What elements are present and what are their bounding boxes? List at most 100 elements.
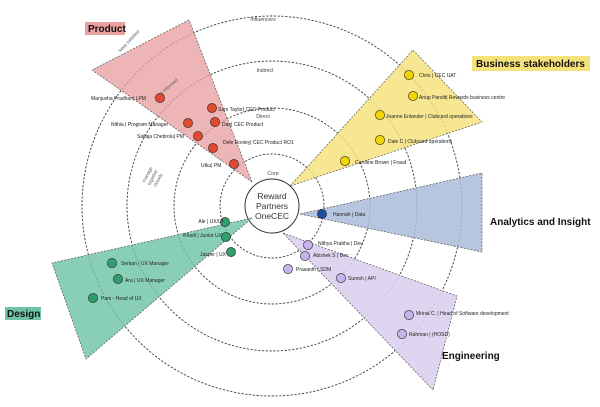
stakeholder-dot bbox=[208, 143, 218, 153]
stakeholder-label: Prasanth | SDM bbox=[296, 267, 331, 273]
design-title-bg bbox=[5, 307, 41, 320]
stakeholder-label: Hannah | Data bbox=[333, 212, 365, 218]
stakeholder-business-4: Caroline Brown | Fraud bbox=[340, 156, 407, 166]
stakeholder-dot bbox=[300, 251, 310, 261]
center-circle bbox=[244, 178, 300, 234]
stakeholder-dot bbox=[340, 156, 350, 166]
stakeholder-design-0: Ale | UX/UI bbox=[198, 217, 230, 227]
stakeholder-design-4: Ara | UX Manager bbox=[113, 274, 165, 284]
svg-text:OneCEC: OneCEC bbox=[255, 211, 289, 221]
ring-label-direct: Direct bbox=[256, 114, 270, 120]
stakeholder-dot bbox=[229, 159, 239, 169]
stakeholder-label: Dele Dooley| CEC Product RO1 bbox=[223, 140, 294, 146]
stakeholder-dot bbox=[303, 240, 313, 250]
stakeholder-dot bbox=[404, 310, 414, 320]
product-title-bg bbox=[85, 22, 125, 35]
stakeholder-label: Suresh | API bbox=[348, 276, 376, 282]
stakeholder-engineering-1: Abishek S | Dev bbox=[300, 251, 349, 261]
stakeholder-label: Mrinal C. | Head of Software development bbox=[416, 311, 509, 317]
svg-text:Reward: Reward bbox=[257, 191, 287, 201]
ring-label-influencers: Influencers bbox=[250, 17, 276, 23]
stakeholder-label: Khadi | Junior UX bbox=[183, 233, 222, 239]
stakeholder-business-1: Anup Pandit| Rewards business centre bbox=[408, 91, 505, 101]
stakeholder-label: Nithia | Program Manager bbox=[111, 122, 168, 128]
stakeholder-label: Manjusha Pradhan| LPM bbox=[91, 96, 146, 102]
ring-core bbox=[219, 153, 325, 259]
stakeholder-engineering-4: Mrinal C. | Head of Software development bbox=[404, 310, 509, 320]
stakeholder-markers: Manjusha Pradhan| LPM Sam Taylor| CEC Pro… bbox=[88, 70, 509, 339]
stakeholder-label: Serkan | UX Manager bbox=[121, 261, 169, 267]
stakeholder-dot bbox=[107, 258, 117, 268]
stakeholder-product-1: Sam Taylor| CEC Product bbox=[207, 103, 275, 113]
stakeholder-label: Anup Pandit| Rewards business centre bbox=[419, 95, 505, 101]
stakeholder-analytics-0: Hannah | Data bbox=[317, 209, 365, 219]
stakeholder-engineering-2: Prasanth | SDM bbox=[283, 264, 331, 274]
group-title-engineering: Engineering bbox=[442, 351, 500, 362]
group-title-design: Design bbox=[7, 309, 40, 320]
wedge-engineering bbox=[282, 232, 458, 391]
stakeholder-label: Sam Taylor| CEC Product bbox=[218, 107, 275, 113]
stakeholder-label: Ara | UX Manager bbox=[125, 278, 165, 284]
stakeholder-dot bbox=[375, 110, 385, 120]
svg-text:Partners: Partners bbox=[256, 201, 288, 211]
stakeholder-product-6: Utku| PM bbox=[201, 159, 239, 169]
stakeholder-label: Jasper | UX bbox=[200, 252, 227, 258]
stakeholder-dot bbox=[155, 93, 165, 103]
group-wedges bbox=[51, 19, 483, 391]
stakeholder-engineering-3: Suresh | API bbox=[336, 273, 376, 283]
group-title-analytics: Analytics and Insight bbox=[490, 217, 591, 228]
wedge-analytics bbox=[299, 172, 483, 253]
wedge-design bbox=[51, 217, 253, 360]
wedge-business bbox=[288, 49, 483, 187]
stakeholder-label: Chris | CEC UAT bbox=[419, 73, 456, 79]
stakeholder-label: Rahman | (HOSD) bbox=[409, 332, 450, 338]
stakeholder-label: Dan| CEC Product bbox=[222, 122, 264, 128]
stakeholder-dot bbox=[283, 264, 293, 274]
stakeholder-label: Sailaja Chebrolu| PM bbox=[137, 134, 184, 140]
stakeholder-dot bbox=[207, 103, 217, 113]
stakeholder-dot bbox=[210, 117, 220, 127]
stakeholder-label: Caroline Brown | Fraud bbox=[355, 160, 407, 166]
stakeholder-dot bbox=[397, 329, 407, 339]
stakeholder-engineering-5: Rahman | (HOSD) bbox=[397, 329, 450, 339]
stakeholder-design-5: Pam - Head of UX bbox=[88, 293, 142, 303]
stakeholder-design-2: Jasper | UX bbox=[200, 247, 236, 258]
stakeholder-dot bbox=[183, 118, 193, 128]
stakeholder-product-3: Dan| CEC Product bbox=[210, 117, 264, 128]
ring-labels: Influencers Indirect Direct Core bbox=[250, 17, 278, 177]
stakeholder-label: Pam - Head of UX bbox=[101, 296, 142, 302]
ring-label-core: Core bbox=[267, 171, 278, 177]
stakeholder-business-0: Chris | CEC UAT bbox=[404, 70, 456, 80]
stakeholder-label: Ale | UX/UI bbox=[198, 219, 223, 225]
stakeholder-dot bbox=[317, 209, 327, 219]
stakeholder-dot bbox=[408, 91, 418, 101]
group-title-product: Product bbox=[88, 24, 126, 35]
group-title-business: Business stakeholders bbox=[476, 59, 585, 70]
stakeholder-dot bbox=[336, 273, 346, 283]
stakeholder-label: Abishek S | Dev bbox=[313, 253, 349, 259]
stakeholder-dot bbox=[221, 232, 231, 242]
stakeholder-business-3: Dale C | Clubcard operations bbox=[375, 135, 453, 145]
stakeholder-dot bbox=[226, 247, 236, 257]
stakeholder-dot bbox=[113, 274, 123, 284]
stakeholder-label: Joanne Enlander | Clubcard operations bbox=[386, 114, 473, 120]
stakeholder-dot bbox=[88, 293, 98, 303]
stakeholder-dot bbox=[375, 135, 385, 145]
ring-label-indirect: Indirect bbox=[256, 68, 274, 74]
group-titles: Product Business stakeholders Analytics … bbox=[5, 22, 591, 362]
stakeholder-product-4: Sailaja Chebrolu| PM bbox=[137, 131, 203, 141]
stakeholder-business-2: Joanne Enlander | Clubcard operations bbox=[375, 110, 473, 120]
svg-text:closely: closely bbox=[152, 172, 163, 187]
stakeholder-product-5: Dele Dooley| CEC Product RO1 bbox=[208, 140, 294, 153]
stakeholder-design-1: Khadi | Junior UX bbox=[183, 232, 231, 242]
stakeholder-product-0: Manjusha Pradhan| LPM bbox=[91, 93, 165, 103]
stakeholder-dot bbox=[404, 70, 414, 80]
wedge-product bbox=[91, 19, 253, 183]
business-title-bg bbox=[472, 56, 590, 71]
center-label: Reward Partners OneCEC bbox=[255, 191, 289, 221]
stakeholder-label: Utku| PM bbox=[201, 163, 221, 169]
stakeholder-product-2: Nithia | Program Manager bbox=[111, 118, 193, 128]
stakeholder-label: Dale C | Clubcard operations bbox=[388, 139, 453, 145]
